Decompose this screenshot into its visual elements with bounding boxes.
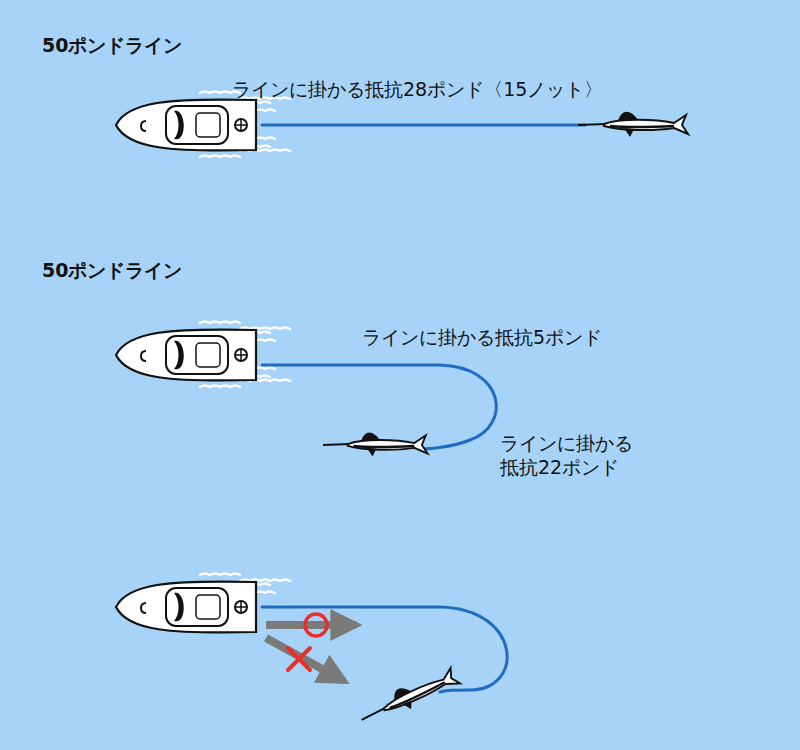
boat-engine — [235, 349, 247, 361]
line-class-heading: 50ポンドライン — [42, 259, 182, 283]
boat — [116, 99, 256, 150]
marlin-pectoral-fin — [367, 448, 377, 457]
boat-engine — [235, 601, 247, 613]
marlin-stripe — [610, 126, 674, 127]
fishing-line — [262, 124, 585, 127]
fishing-line — [262, 365, 496, 449]
direction-arrow — [266, 638, 344, 681]
resistance-label: ラインに掛かる抵抗28ポンド〈15ノット〉 — [232, 78, 603, 102]
marlin-dorsal-fin — [618, 112, 638, 121]
marlin-body — [380, 667, 460, 717]
wake — [200, 322, 240, 324]
wrong-mark — [288, 648, 310, 670]
resistance-label: ラインに掛かる 抵抗22ポンド — [500, 432, 650, 480]
fishing-line — [262, 607, 507, 692]
marlin-body — [348, 436, 428, 454]
boat-engine — [235, 119, 247, 131]
correct-mark — [305, 614, 327, 636]
marlin-dorsal-fin — [391, 684, 412, 700]
boat-bow-fitting — [141, 121, 146, 131]
marlin — [356, 664, 461, 730]
wake — [200, 386, 240, 388]
marlin-bill — [323, 443, 350, 446]
wake — [200, 156, 240, 158]
boat — [116, 329, 256, 380]
resistance-label: ラインに掛かる抵抗5ポンド — [362, 326, 602, 350]
boat-windshield — [174, 341, 184, 370]
boat-engine — [235, 601, 247, 613]
wake — [200, 574, 240, 576]
marlin-stripe — [390, 682, 446, 709]
marlin-bill — [578, 124, 606, 125]
boat-cabin — [166, 336, 228, 374]
boat-cabin — [166, 588, 228, 626]
boat-hull — [116, 99, 256, 150]
boat-console — [196, 343, 220, 367]
boat-console — [196, 595, 220, 619]
boat-engine — [235, 119, 247, 131]
marlin-bill — [361, 708, 386, 720]
boat-hull — [116, 581, 256, 632]
marlin-stripe — [354, 446, 415, 447]
boat-bow-fitting — [141, 351, 146, 361]
marlin-pectoral-fin — [624, 128, 634, 137]
marlin-body — [604, 115, 688, 134]
marlin — [323, 433, 428, 457]
boat-console — [196, 113, 220, 137]
boat-windshield — [174, 593, 184, 622]
boat-hull — [116, 329, 256, 380]
boat-bow-fitting — [141, 603, 146, 613]
boat-engine — [235, 349, 247, 361]
direction-arrow — [266, 621, 356, 629]
boat-cabin — [166, 106, 228, 144]
marlin-dorsal-fin — [361, 433, 380, 442]
boat — [116, 581, 256, 632]
boat-windshield — [174, 111, 184, 140]
line-class-heading: 50ポンドライン — [42, 34, 182, 58]
marlin — [578, 112, 688, 137]
